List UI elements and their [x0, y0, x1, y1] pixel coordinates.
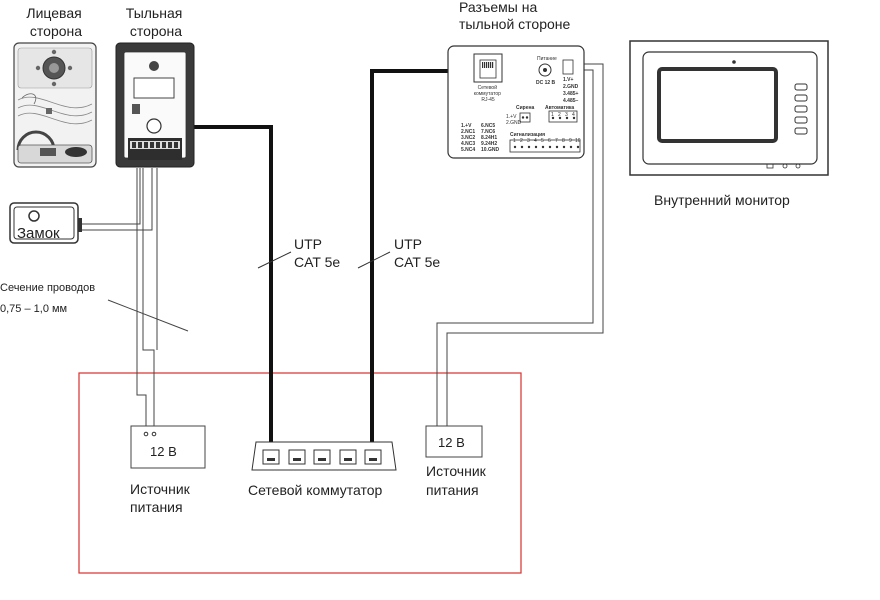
wire-section-label: Сечение проводов [0, 282, 95, 294]
siren-terminal-block [519, 112, 531, 123]
utp-right-pointer [357, 251, 391, 269]
utp-left-pointer [257, 251, 292, 269]
svg-text:2: 2 [520, 138, 523, 144]
back-side-label: Тыльная сторона [126, 5, 186, 39]
utp-left-label: UTP CAT 5e [294, 236, 340, 270]
automation-title: Автоматика [545, 105, 574, 111]
power-pins: 1.V+ 2.GND 3.485+ 4.485– [563, 77, 580, 104]
psu-left-voltage: 12 В [150, 444, 177, 459]
internal-monitor-label: Внутренний монитор [654, 192, 790, 208]
utp-cables [166, 69, 477, 452]
psu-right-label: Источник питания [426, 463, 490, 498]
relay-col2: 6.NC5 7.NC6 8.24H1 9.24H2 10.GND [481, 123, 499, 153]
psu-right-voltage: 12 В [438, 435, 465, 450]
network-switch-label: Сетевой коммутатор [248, 482, 382, 498]
front-panel-device [13, 42, 97, 168]
svg-text:1: 1 [513, 138, 516, 144]
svg-text:1: 1 [551, 112, 554, 118]
alarm-title: Сигнализация [510, 132, 545, 138]
network-switch-device [251, 441, 397, 471]
automation-terminal-block [548, 110, 578, 123]
svg-text:3: 3 [527, 138, 530, 144]
call-button-icon [40, 148, 56, 156]
svg-text:9: 9 [569, 138, 572, 144]
power-label: Питание [537, 56, 557, 62]
utp-right-label: UTP CAT 5e [394, 236, 440, 270]
svg-text:8: 8 [562, 138, 565, 144]
dc-label: DC 12 В [536, 80, 556, 86]
wire-section-pointer [107, 299, 189, 332]
svg-text:5: 5 [541, 138, 544, 144]
svg-text:2: 2 [558, 112, 561, 118]
svg-text:3: 3 [565, 112, 568, 118]
psu-left-label: Источник питания [130, 481, 194, 515]
automation-pins: 1 2 3 4 [551, 112, 575, 118]
svg-text:7: 7 [555, 138, 558, 144]
lock-label: Замок [17, 225, 60, 242]
svg-text:10: 10 [575, 138, 581, 144]
alarm-pins: 1 2 3 4 5 6 7 8 9 10 [513, 138, 581, 144]
enclosure-frame [78, 372, 522, 574]
back-panel-device [115, 42, 195, 168]
svg-text:4: 4 [572, 112, 575, 118]
rear-connectors-panel [447, 45, 585, 159]
lock-device [9, 202, 82, 244]
svg-text:6: 6 [548, 138, 551, 144]
rj45-label: Сетевой коммутатор RJ-45 [474, 84, 503, 103]
wire-size-label: 0,75 – 1,0 мм [0, 303, 67, 315]
psu-right-box [425, 425, 483, 458]
thin-wires [80, 63, 604, 434]
siren-title: Сирена [516, 105, 535, 111]
relay-col1: 1.+V 2.NC1 3.NC2 4.NC3 5.NC4 [461, 123, 477, 153]
siren-pins: 1.+V 2.GND [506, 114, 522, 126]
svg-text:4: 4 [534, 138, 537, 144]
internal-monitor-device [629, 40, 829, 176]
power-terminal-block [562, 59, 574, 75]
alarm-terminal-block [509, 139, 581, 153]
front-side-label: Лицевая сторона [26, 5, 85, 39]
psu-left-box [130, 425, 206, 469]
rear-connectors-label: Разъемы на тыльной стороне [459, 0, 571, 32]
